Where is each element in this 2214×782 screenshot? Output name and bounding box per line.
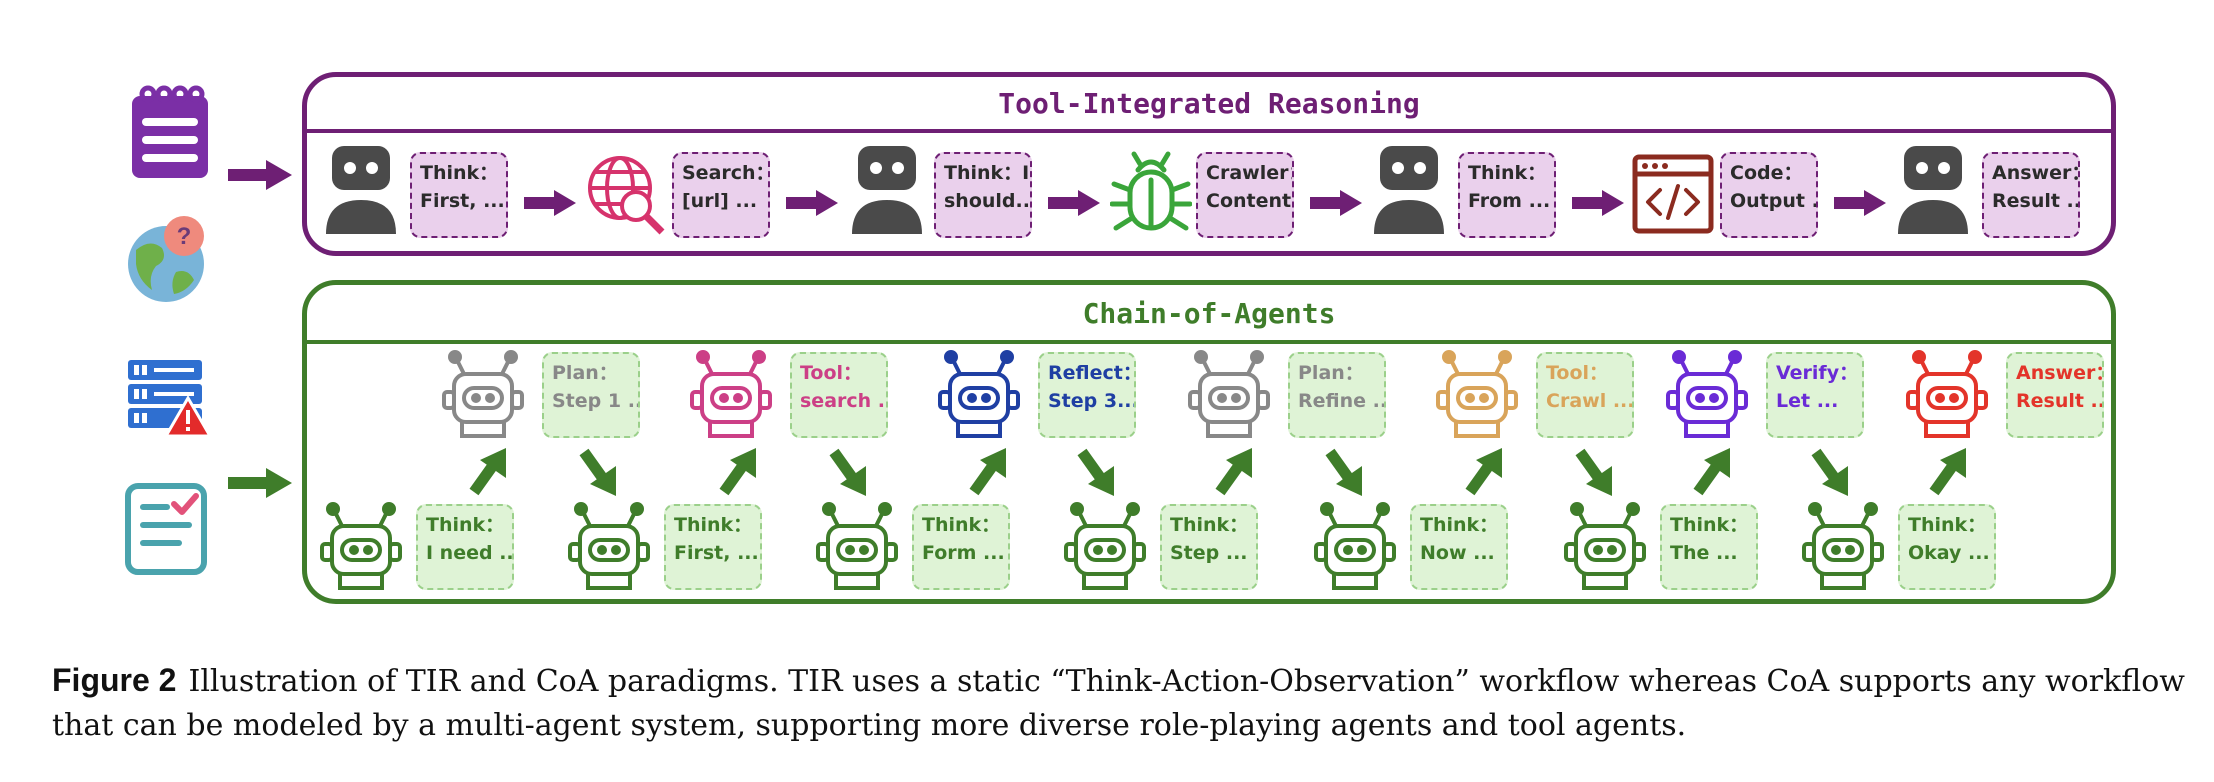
tir-panel: Tool-Integrated Reasoning — [302, 72, 2116, 256]
server-warning-icon — [128, 360, 210, 438]
bug-icon — [1110, 151, 1192, 231]
agent-robot-icon — [1564, 502, 1646, 590]
globe-question-icon: ? — [128, 216, 204, 302]
agent-bubble: Think： The ... — [1660, 504, 1758, 590]
agent-bubble: Think： Okay ... — [1898, 504, 1996, 590]
agent-bubble: Think： Form ... — [912, 504, 1010, 590]
notepad-icon — [132, 85, 208, 178]
agent-robot-icon — [1188, 350, 1270, 438]
arrow-right-icon — [228, 468, 292, 498]
tir-title: Tool-Integrated Reasoning — [998, 87, 1420, 120]
globe-search-icon — [588, 156, 665, 235]
arrow-down-right-icon — [1077, 448, 1114, 496]
tir-step-bubble: Code： Output ... — [1720, 152, 1818, 238]
agent-bubble: Think： Step ... — [1160, 504, 1258, 590]
tir-step-bubble: Think：I should... — [934, 152, 1032, 238]
tir-step-bubble: Think： From ... — [1458, 152, 1556, 238]
checklist-icon — [125, 483, 207, 575]
arrow-down-right-icon — [1811, 448, 1848, 496]
agent-bubble: Verify： Let ... — [1766, 352, 1864, 438]
agent-robot-icon — [320, 502, 402, 590]
arrow-up-right-icon — [1693, 448, 1730, 496]
tir-step-bubble: Think： First, ... — [410, 152, 508, 238]
agent-robot-icon — [568, 502, 650, 590]
arrow-right-icon — [1048, 190, 1100, 216]
robot-icon — [852, 146, 922, 234]
code-window-icon — [1632, 154, 1714, 234]
robot-icon — [326, 146, 396, 234]
agent-bubble: Plan： Refine ... — [1288, 352, 1386, 438]
caption-label: Figure 2 — [52, 662, 177, 698]
agent-robot-icon — [442, 350, 524, 438]
arrow-right-icon — [786, 190, 838, 216]
agent-bubble: Answer： Result ... — [2006, 352, 2104, 438]
agent-robot-icon — [816, 502, 898, 590]
arrow-down-right-icon — [829, 448, 866, 496]
agent-bubble: Think： First, ... — [664, 504, 762, 590]
robot-icon — [1374, 146, 1444, 234]
agent-bubble: Tool： search ... — [790, 352, 888, 438]
tir-step-bubble: Answer： Result ... — [1982, 152, 2080, 238]
agent-robot-icon — [1064, 502, 1146, 590]
agent-robot-icon — [1802, 502, 1884, 590]
agent-bubble: Think： Now ... — [1410, 504, 1508, 590]
agent-bubble: Reflect： Step 3... — [1038, 352, 1136, 438]
robot-icon — [1898, 146, 1968, 234]
arrow-right-icon — [1834, 190, 1886, 216]
agent-robot-icon — [938, 350, 1020, 438]
arrow-right-icon — [1310, 190, 1362, 216]
tir-step-bubble: Crawler： Content... — [1196, 152, 1294, 238]
arrow-up-right-icon — [1929, 448, 1966, 496]
title-divider — [307, 340, 2111, 344]
arrow-right-icon — [228, 160, 292, 190]
arrow-right-icon — [524, 190, 576, 216]
agent-robot-icon — [1436, 350, 1518, 438]
arrow-up-right-icon — [1465, 448, 1502, 496]
tir-step-bubble: Search： [url] ... — [672, 152, 770, 238]
agent-robot-icon — [1666, 350, 1748, 438]
arrow-up-right-icon — [1215, 448, 1252, 496]
agent-bubble: Tool： Crawl ... — [1536, 352, 1634, 438]
arrow-up-right-icon — [469, 448, 506, 496]
coa-title: Chain-of-Agents — [1082, 297, 1336, 330]
agent-bubble: Think： I need ... — [416, 504, 514, 590]
agent-robot-icon — [1906, 350, 1988, 438]
arrow-up-right-icon — [719, 448, 756, 496]
agent-robot-icon — [1314, 502, 1396, 590]
title-divider — [307, 129, 2111, 133]
arrow-down-right-icon — [1325, 448, 1362, 496]
svg-text:?: ? — [177, 223, 192, 250]
coa-panel: Chain-of-Agents — [302, 280, 2116, 604]
arrow-right-icon — [1572, 190, 1624, 216]
arrow-down-right-icon — [579, 448, 616, 496]
arrow-down-right-icon — [1575, 448, 1612, 496]
agent-robot-icon — [690, 350, 772, 438]
agent-bubble: Plan： Step 1 ... — [542, 352, 640, 438]
arrow-up-right-icon — [969, 448, 1006, 496]
caption-text: Illustration of TIR and CoA paradigms. T… — [52, 664, 2185, 743]
